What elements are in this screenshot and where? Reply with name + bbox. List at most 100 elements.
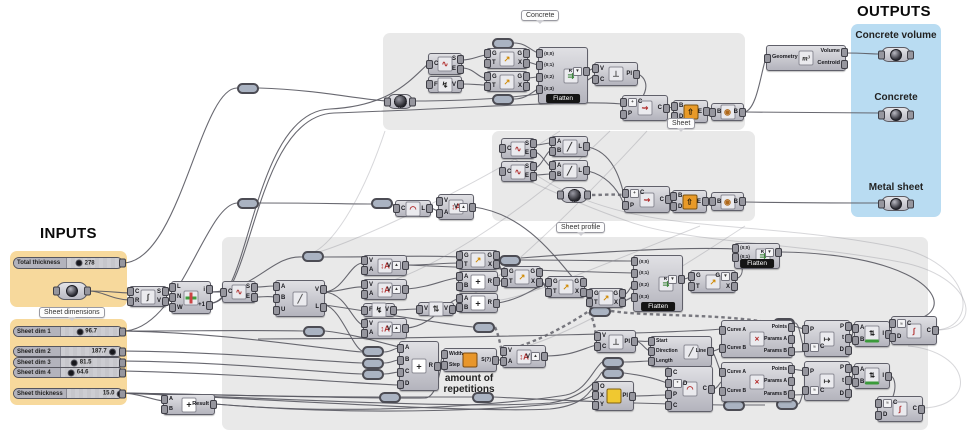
port-nub[interactable]	[594, 342, 601, 352]
port-nub[interactable]	[841, 47, 848, 57]
port-nub[interactable]	[523, 72, 530, 82]
port-nub[interactable]	[251, 292, 258, 302]
port-a[interactable]: A	[397, 343, 409, 353]
relay-20[interactable]	[492, 94, 514, 105]
port-start[interactable]: Start	[648, 337, 667, 347]
relay-8[interactable]	[362, 369, 384, 380]
port-r[interactable]: R▼	[761, 247, 782, 257]
slider-track[interactable]: 187.7	[61, 347, 122, 356]
toggle-geometry[interactable]	[53, 282, 91, 300]
port-nub[interactable]	[739, 197, 746, 206]
port-a[interactable]: A	[500, 357, 512, 367]
port-nub[interactable]	[361, 280, 368, 290]
port-nub[interactable]	[788, 390, 795, 400]
port-x[interactable]: X	[488, 260, 500, 269]
port-pl[interactable]: Pl	[622, 391, 636, 401]
slider-track[interactable]: 81.5	[61, 358, 122, 367]
port-nub[interactable]	[688, 271, 695, 281]
port-width[interactable]: Width	[441, 350, 463, 359]
port-nub[interactable]	[536, 267, 543, 277]
port-nub[interactable]	[549, 161, 556, 171]
port-nub[interactable]	[802, 386, 809, 395]
port-v[interactable]: V	[436, 196, 448, 206]
port-a[interactable]: A	[456, 294, 468, 303]
port-nub[interactable]	[162, 296, 169, 306]
slider-track[interactable]: 278	[67, 258, 122, 268]
port-nub[interactable]	[648, 337, 655, 347]
port-x[interactable]: X	[531, 277, 543, 287]
port-b[interactable]: B	[549, 170, 561, 180]
port-02[interactable]: {0;2}	[536, 72, 554, 82]
port-e[interactable]: E	[452, 64, 464, 74]
port-l[interactable]: L	[578, 166, 590, 175]
port-v[interactable]: V	[361, 280, 373, 290]
port-t[interactable]: t	[842, 333, 852, 343]
port-nub[interactable]	[671, 101, 678, 111]
port-nub[interactable]	[592, 64, 599, 73]
output-nub[interactable]	[907, 110, 914, 119]
port-nub[interactable]	[523, 81, 530, 91]
port-nub[interactable]	[251, 282, 258, 292]
port-nub[interactable]	[273, 293, 280, 303]
port-c[interactable]: C	[426, 59, 438, 69]
port-g[interactable]: G	[545, 277, 558, 287]
port-nub[interactable]	[161, 404, 168, 414]
port-r[interactable]: R	[488, 298, 500, 308]
port-01[interactable]: {0;1}	[631, 269, 649, 279]
port-v[interactable]: V	[416, 304, 428, 314]
port-nub[interactable]	[469, 202, 476, 212]
port-nub[interactable]	[536, 72, 543, 82]
port-d[interactable]: *D	[665, 379, 687, 388]
relay-14[interactable]	[602, 357, 624, 368]
input-nub[interactable]	[53, 286, 60, 296]
port-nub[interactable]	[932, 326, 939, 335]
port-p[interactable]: P	[840, 322, 852, 332]
port-nub[interactable]	[583, 166, 590, 175]
port-nub[interactable]	[852, 377, 859, 387]
port-paramsb[interactable]: Params B	[764, 390, 795, 400]
port-nub[interactable]	[802, 367, 809, 376]
output-concrete[interactable]	[878, 107, 914, 122]
port-s[interactable]: S	[157, 287, 169, 297]
port-nub[interactable]	[775, 247, 782, 257]
port-nub[interactable]	[536, 49, 543, 59]
port-paramsa[interactable]: Params A	[764, 334, 795, 344]
port-nub[interactable]	[586, 298, 593, 307]
port-nub[interactable]	[361, 305, 368, 315]
port-nub[interactable]	[436, 196, 443, 206]
port-nub[interactable]	[731, 271, 738, 281]
port-nub[interactable]	[845, 363, 852, 373]
port-e[interactable]: E	[246, 292, 258, 302]
port-r[interactable]: R▼	[569, 67, 590, 76]
port-nub[interactable]	[501, 267, 508, 277]
relay-2[interactable]	[237, 198, 259, 209]
port-r[interactable]: R	[488, 277, 500, 286]
output-nub[interactable]	[584, 190, 591, 200]
port-g[interactable]: G	[517, 49, 530, 59]
port-nub[interactable]	[619, 289, 626, 298]
port-e[interactable]: E	[525, 148, 537, 158]
port-nub[interactable]	[631, 280, 638, 290]
port-centroid[interactable]: Centroid	[817, 59, 848, 69]
port-paramsa[interactable]: Params A	[764, 377, 795, 387]
slider-knob[interactable]	[76, 328, 84, 335]
port-nub[interactable]	[530, 148, 537, 158]
port-nub[interactable]	[530, 139, 537, 149]
port-x[interactable]: X	[726, 282, 738, 292]
port-nub[interactable]	[592, 391, 599, 401]
port-nub[interactable]	[436, 208, 443, 218]
port-x[interactable]: X	[592, 391, 604, 401]
relay-6[interactable]	[362, 346, 384, 357]
port-nub[interactable]	[434, 361, 441, 371]
port-c[interactable]: ≈C	[875, 398, 897, 408]
port-nub[interactable]	[493, 260, 500, 269]
port-nub[interactable]	[541, 352, 548, 361]
